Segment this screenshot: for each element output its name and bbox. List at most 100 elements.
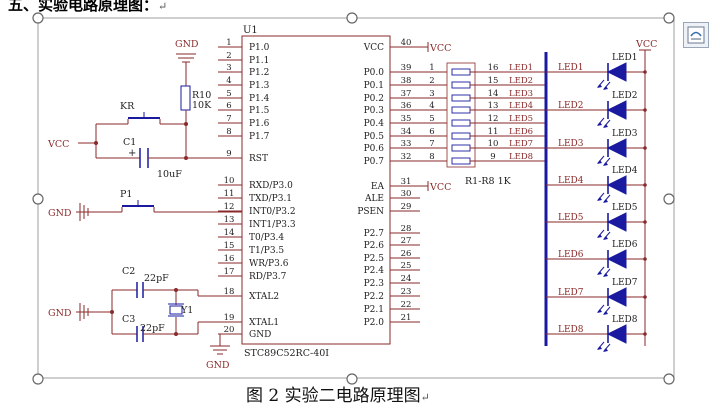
mcu-right-pin-name: P0.5 (364, 132, 385, 142)
led-bus-label: LED6 (558, 250, 584, 260)
mcu-left-pin-number: 2 (226, 51, 231, 61)
mcu-right-pin-name: P0.1 (364, 81, 384, 91)
led-name: LED5 (612, 203, 638, 213)
mcu-left-pin-name: INT1/P3.3 (249, 220, 296, 230)
p1-ref: P1 (120, 189, 132, 200)
resnet-net-label: LED7 (509, 139, 533, 149)
c1-value: 10uF (157, 169, 182, 180)
resnet-in-pin-number: 1 (429, 63, 434, 73)
mcu-right-pin-name: P0.3 (364, 106, 385, 116)
resnet-net-label: LED1 (509, 63, 533, 73)
resnet-resistor (451, 68, 471, 76)
mcu-right-pin-number: 27 (401, 236, 412, 246)
mcu-left-pin-name: P1.5 (249, 106, 270, 116)
mcu-right-pin-number: 36 (401, 101, 412, 111)
mcu-left-pin-number: 4 (226, 76, 231, 86)
led-light-arrowhead (603, 124, 608, 128)
mcu-right-pin-number: 34 (401, 127, 412, 137)
section-heading: 五、实验电路原理图：↵ (8, 0, 167, 15)
led-vcc-label: VCC (635, 39, 657, 50)
mcu-right-pin-number: 28 (401, 224, 412, 234)
led-diode (606, 324, 627, 344)
resnet-resistor (451, 132, 471, 140)
r10-junction (184, 122, 188, 126)
mcu-right-pin-number: 31 (401, 177, 412, 187)
c3-ref: C3 (122, 314, 135, 325)
led-light-arrowhead (597, 197, 602, 201)
mcu-right-pin-name: EA (371, 182, 385, 192)
led-bus-label: LED8 (558, 325, 584, 335)
mcu-right-pin-number: 29 (401, 202, 412, 212)
c1-plus: + (128, 148, 136, 159)
mcu-right-pin-number: 33 (401, 139, 412, 149)
mcu-right-pin-number: 22 (401, 300, 412, 310)
led-bus-label: LED2 (558, 101, 584, 111)
mcu-left-pin-name: RD/P3.7 (249, 272, 287, 282)
mcu-right-pin-name: P2.5 (364, 254, 385, 264)
mcu-left-pin-number: 19 (224, 313, 235, 323)
led-diode (606, 100, 627, 120)
key-kr-label: KR (120, 101, 135, 112)
mcu-right-pin-name: ALE (364, 194, 384, 204)
led-bus-label: LED1 (558, 63, 584, 73)
led-diode (606, 287, 627, 307)
resnet-resistor (451, 94, 471, 102)
resnet-out-pin-number: 14 (488, 89, 499, 99)
mcu-left-pin-name: P1.0 (249, 43, 270, 53)
mcu-left-pin-number: 3 (226, 63, 231, 73)
mcu-left-pin-number: 12 (224, 202, 235, 212)
resnet-net-label: LED6 (509, 127, 533, 137)
resnet-in-pin-number: 7 (429, 139, 434, 149)
mcu-right-pin-name: P2.2 (364, 292, 384, 302)
led-diode (606, 175, 627, 195)
mcu-left-pin-number: 8 (226, 127, 231, 137)
resnet-resistor (451, 119, 471, 127)
resnet-in-pin-number: 8 (429, 152, 434, 162)
mcu-left-pin-name: P1.6 (249, 119, 270, 129)
osc-junction-2 (174, 288, 178, 292)
mcu-left-pin-number: 9 (226, 149, 231, 159)
led-name: LED7 (612, 278, 638, 288)
mcu-right-pin-number: 37 (401, 89, 412, 99)
reset-gnd-label: GND (175, 39, 199, 50)
led-light-arrowhead (597, 160, 602, 164)
mcu-right-pin-name: P2.1 (364, 305, 384, 315)
mcu-right-pin-number: 38 (401, 76, 412, 86)
resnet-in-pin-number: 5 (429, 114, 434, 124)
mcu-left-pin-number: 1 (226, 38, 231, 48)
mcu-right-pin-name: P0.7 (364, 157, 385, 167)
osc-junction-1 (110, 310, 114, 314)
led-light-arrowhead (603, 311, 608, 315)
resnet-in-pin-number: 4 (429, 101, 434, 111)
led-light-arrowhead (597, 234, 602, 238)
mcu-left-pin-number: 7 (226, 114, 231, 124)
led-light-arrowhead (597, 346, 602, 350)
mcu-right-pin-name: P0.0 (364, 68, 385, 78)
mcu-right-pin-number: 25 (401, 261, 412, 271)
led-bus-label: LED7 (558, 288, 584, 298)
mcu-right-pin-number: 26 (401, 249, 412, 259)
mcu-right-pins: 40VCC39P0.038P0.137P0.236P0.335P0.434P0.… (357, 38, 447, 328)
led-name: LED6 (612, 240, 638, 250)
resnet-resistor (451, 81, 471, 89)
mcu-right-pin-name: P2.3 (364, 279, 385, 289)
resnet-out-pin-number: 12 (488, 114, 499, 124)
resize-handles[interactable] (32, 12, 675, 385)
layout-options-button[interactable] (683, 22, 709, 48)
resnet-in-pin-number: 2 (429, 76, 434, 86)
resnet-body (446, 62, 476, 168)
mcu-right-pin-name: P0.2 (364, 94, 384, 104)
mcu-left-pin-number: 20 (224, 325, 235, 335)
c1-ref: C1 (123, 137, 136, 148)
pin20-gnd-label: GND (206, 360, 230, 371)
resnet-net-label: LED5 (509, 114, 533, 124)
resnet-in-pin-number: 3 (429, 89, 434, 99)
mcu-right-pin-name: P2.0 (364, 318, 385, 328)
p1-gnd-label: GND (48, 208, 72, 219)
paragraph-mark: ↵ (158, 0, 168, 13)
rst-junction (184, 156, 188, 160)
mcu-right-pin-number: 30 (401, 189, 412, 199)
